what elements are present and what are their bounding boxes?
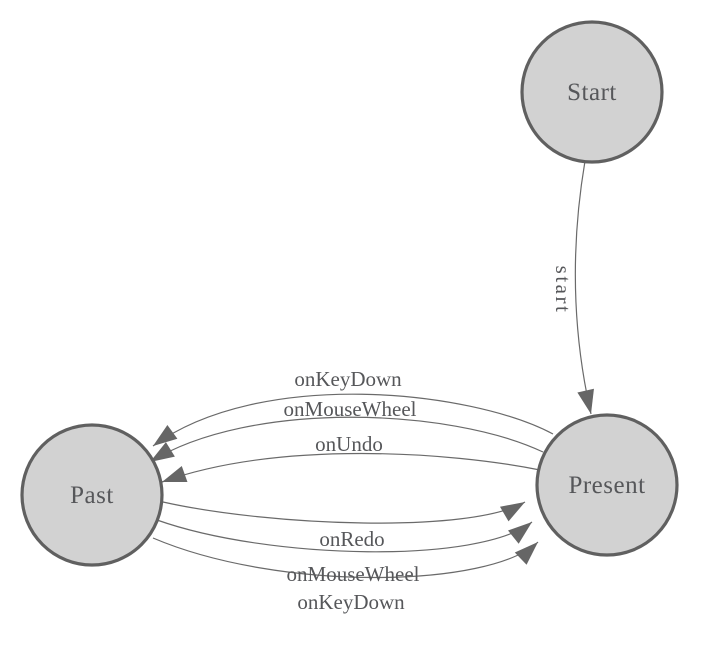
edge-label-start: start <box>551 266 575 315</box>
edge-start-to-present <box>574 160 594 415</box>
edge-label-onredo: onRedo <box>319 527 384 551</box>
node-present-circle <box>535 413 679 557</box>
edge-label-onkeydown-top: onKeyDown <box>294 367 402 391</box>
edge-label-onmousewheel-bottom: onMouseWheel <box>287 562 420 586</box>
edge-label-onkeydown-bottom: onKeyDown <box>297 590 405 614</box>
edge-label-onundo: onUndo <box>315 432 383 456</box>
node-present-label: Present <box>568 472 645 499</box>
edge-present-to-past-onmousewheel <box>149 416 544 463</box>
edge-present-to-past-onkeydown <box>152 393 554 447</box>
node-past: Past <box>20 423 164 567</box>
node-start-label: Start <box>567 79 617 106</box>
node-present: Present <box>535 413 679 557</box>
edge-present-to-past-onundo <box>161 452 541 483</box>
edge-past-to-present-onredo <box>162 501 526 524</box>
edge-past-to-present-onmousewheel <box>156 519 533 553</box>
node-start-circle <box>520 20 664 164</box>
edge-label-onmousewheel-top: onMouseWheel <box>284 397 417 421</box>
node-past-label: Past <box>70 482 114 509</box>
edge-past-to-present-onkeydown <box>152 537 539 579</box>
node-start: Start <box>520 20 664 164</box>
node-past-circle <box>20 423 164 567</box>
